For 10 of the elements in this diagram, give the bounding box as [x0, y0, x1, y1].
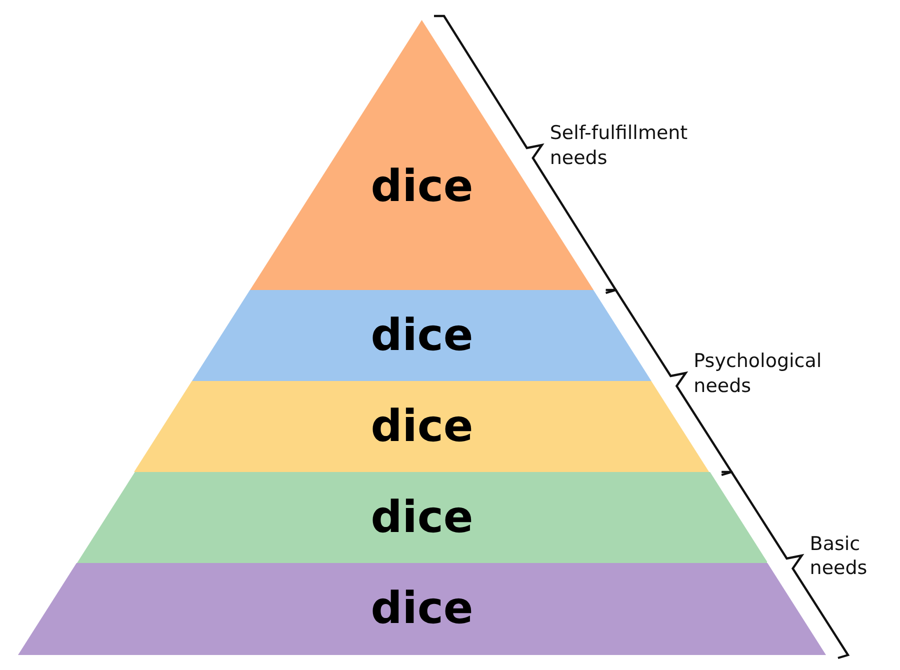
tier-label: dice	[370, 165, 474, 210]
tier-label: dice	[370, 587, 474, 631]
tier-label: dice	[370, 496, 474, 540]
bracket-label: Psychological needs	[694, 349, 823, 398]
pyramid-band	[76, 472, 768, 563]
tier-label: dice	[370, 404, 474, 448]
tier-label: dice	[370, 314, 474, 358]
bracket-label: Basic needs	[810, 532, 868, 581]
bracket-label: Self-fulfillment needs	[550, 121, 689, 170]
pyramid-band	[192, 290, 652, 381]
